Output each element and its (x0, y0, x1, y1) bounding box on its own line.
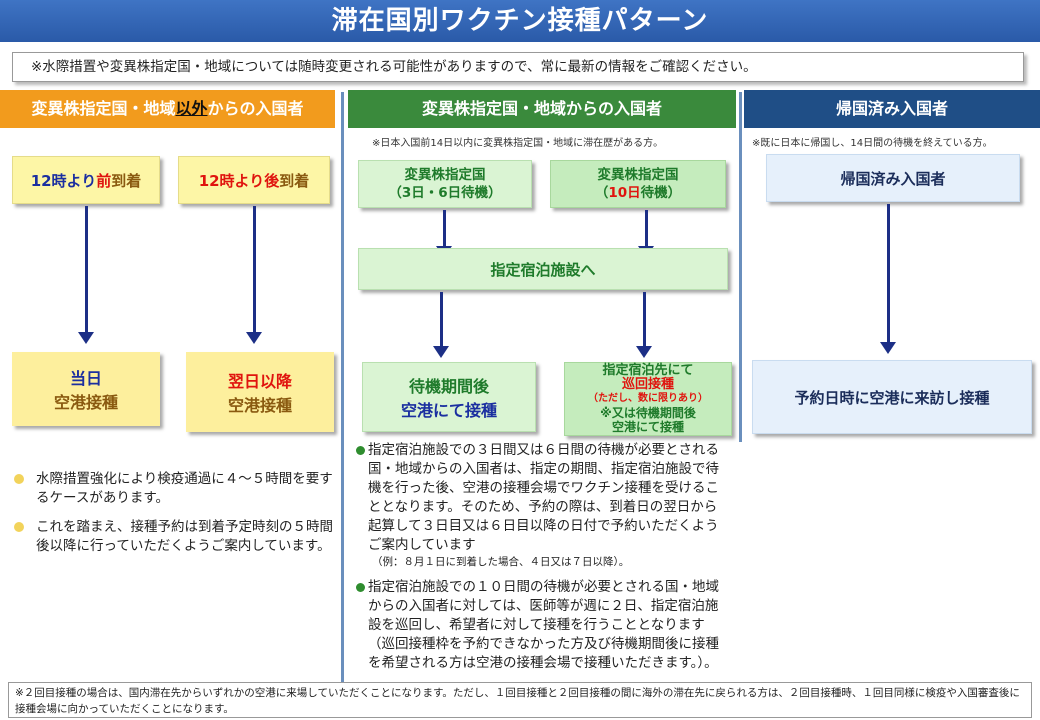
variant-10-day-box: 変異株指定国 （10日待機） (550, 160, 726, 208)
header-non-variant: 変異株指定国・地域以外からの入国者 (0, 90, 335, 128)
connector-line (436, 210, 452, 258)
connector-line (638, 210, 654, 258)
same-day-b: 空港接種 (53, 393, 118, 412)
variant-box2-b: （10日待機） (595, 184, 681, 202)
page-title: 滞在国別ワクチン接種パターン (0, 0, 1040, 42)
same-day-vaccination-box: 当日 空港接種 (12, 352, 160, 426)
returned-entrants-box: 帰国済み入国者 (766, 154, 1020, 202)
mid-bullet-list: 指定宿泊施設での３日間又は６日間の待機が必要とされる国・地域からの入国者は、指定… (356, 441, 728, 673)
visiting-d: ※又は待機期間後 (600, 406, 696, 420)
visiting-e: 空港にて接種 (611, 420, 684, 434)
next-day-vaccination-box: 翌日以降 空港接種 (186, 352, 334, 432)
variant-3-6-day-box: 変異株指定国 （3日・6日待機） (358, 160, 532, 208)
same-day-a: 当日 (69, 369, 102, 388)
divider-right (739, 92, 742, 442)
left-bullet-2: これを踏まえ、接種予約は到着予定時刻の５時間後以降に行っていただくようご案内して… (36, 519, 333, 554)
visiting-b: 巡回接種 (621, 377, 674, 392)
mid-example: （例：８月１日に到着した場合、４日又は７日以降）。 (372, 556, 630, 568)
arrow-down-icon (636, 292, 652, 358)
next-day-b: 空港接種 (227, 396, 292, 415)
bullet-dot-icon (14, 522, 24, 532)
list-item: 指定宿泊施設での３日間又は６日間の待機が必要とされる国・地域からの入国者は、指定… (356, 441, 728, 555)
next-day-a: 翌日以降 (227, 372, 292, 391)
header-non-variant-post: からの入国者 (207, 99, 304, 118)
list-item: 水際措置強化により検疫通過に４～５時間を要するケースがあります。 (14, 470, 334, 508)
variant-box1-b: （3日・6日待機） (388, 185, 502, 201)
arrival-before-b: 前 (96, 171, 112, 190)
visiting-a: 指定宿泊先にて (602, 363, 694, 378)
returned-note: ※既に日本に帰国し、14日間の待機を終えている方。 (752, 138, 993, 149)
arrow-down-icon (880, 204, 896, 354)
arrival-after-a: 12時より (198, 171, 265, 190)
bullet-dot-icon (356, 446, 365, 455)
bullet-dot-icon (14, 474, 24, 484)
list-item: 指定宿泊施設での１０日間の待機が必要とされる国・地域からの入国者に対しては、医師… (356, 578, 728, 673)
visiting-c: （ただし、数に限りあり） (588, 393, 708, 404)
arrival-after-c: 到着 (279, 171, 310, 190)
left-bullet-list: 水際措置強化により検疫通過に４～５時間を要するケースがあります。 これを踏まえ、… (14, 470, 334, 566)
variant-box2-a: 変異株指定国 (597, 167, 679, 183)
designated-facility-box: 指定宿泊施設へ (358, 248, 728, 290)
variant-box1-a: 変異株指定国 (404, 167, 486, 183)
variant-box2-b-red: 10日 (608, 185, 641, 201)
arrival-before-a: 12時より (30, 171, 97, 190)
header-non-variant-highlight: 以外 (175, 99, 208, 118)
post-wait-a: 待機期間後 (408, 377, 489, 396)
divider-left (341, 92, 344, 682)
arrival-after-noon-box: 12時より後到着 (178, 156, 330, 204)
mid-bullet-1: 指定宿泊施設での３日間又は６日間の待機が必要とされる国・地域からの入国者は、指定… (368, 442, 719, 553)
arrow-down-icon (246, 206, 262, 344)
appointment-vaccination-box: 予約日時に空港に来訪し接種 (752, 360, 1032, 434)
variant-box2-b-pre: （ (594, 185, 609, 201)
footnote: ※２回目接種の場合は、国内滞在先からいずれかの空港に来場していただくことになりま… (8, 682, 1032, 718)
post-wait-airport-box: 待機期間後 空港にて接種 (362, 362, 536, 432)
header-non-variant-pre: 変異株指定国・地域 (31, 99, 176, 118)
visiting-vaccination-box: 指定宿泊先にて 巡回接種 （ただし、数に限りあり） ※又は待機期間後 空港にて接… (564, 362, 732, 436)
arrow-down-icon (433, 292, 449, 358)
header-variant: 変異株指定国・地域からの入国者 (348, 90, 736, 128)
mid-bullet-2: 指定宿泊施設での１０日間の待機が必要とされる国・地域からの入国者に対しては、医師… (368, 579, 719, 671)
notice-banner: ※水際措置や変異株指定国・地域については随時変更される可能性がありますので、常に… (12, 52, 1024, 82)
left-bullet-1: 水際措置強化により検疫通過に４～５時間を要するケースがあります。 (36, 471, 333, 506)
list-item: これを踏まえ、接種予約は到着予定時刻の５時間後以降に行っていただくようご案内して… (14, 518, 334, 556)
variant-box2-b-post: 待機） (640, 185, 682, 201)
post-wait-b: 空港にて接種 (400, 401, 497, 420)
arrival-after-b: 後 (264, 171, 280, 190)
variant-note: ※日本入国前14日以内に変異株指定国・地域に滞在歴がある方。 (372, 138, 664, 149)
arrival-before-noon-box: 12時より前到着 (12, 156, 160, 204)
bullet-dot-icon (356, 583, 365, 592)
arrow-down-icon (78, 206, 94, 344)
header-returned: 帰国済み入国者 (744, 90, 1040, 128)
arrival-before-c: 到着 (111, 171, 142, 190)
